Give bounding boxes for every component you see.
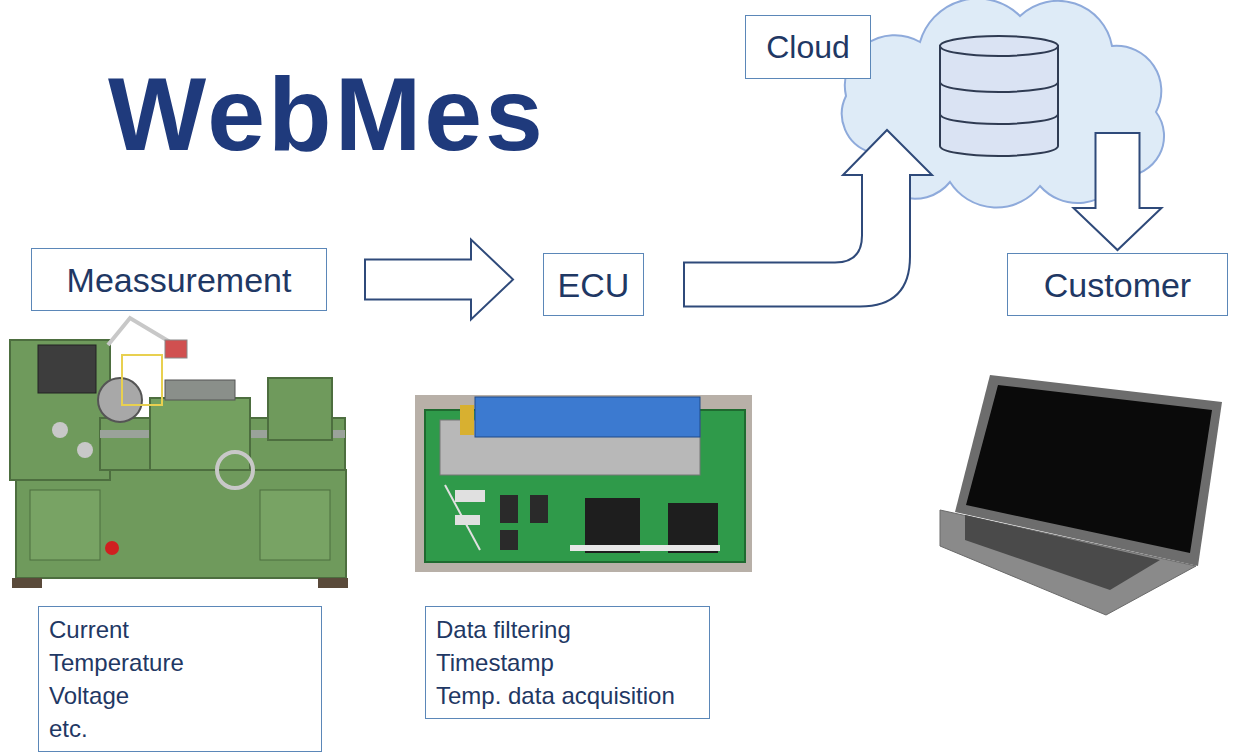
box-text: Meassurement	[67, 259, 292, 301]
ecu-board-illustration	[415, 395, 752, 572]
ecu-board-illustration-part	[570, 545, 720, 551]
diagram-title: WebMes	[108, 52, 546, 177]
database-symbol-part	[940, 36, 1058, 56]
lathe-illustration-part	[38, 345, 96, 393]
database-symbol-part	[940, 46, 1058, 156]
ecu-board-illustration-part	[445, 485, 480, 550]
ecu-board-illustration-part	[475, 397, 700, 437]
lathe-illustration-part	[260, 490, 330, 560]
box-text: Cloud	[766, 27, 850, 67]
lathe-illustration-part	[122, 355, 162, 405]
lathe-illustration-part	[12, 578, 42, 588]
ecu-board-illustration-part	[455, 490, 485, 502]
laptop-illustration	[940, 375, 1222, 615]
database-symbol-part	[940, 82, 1058, 92]
block-arrow	[1074, 133, 1162, 250]
box-text: Voltage	[49, 679, 129, 712]
block-arrow	[684, 130, 932, 307]
lathe-illustration-part	[165, 380, 235, 400]
box-text: Temp. data acquisition	[436, 679, 675, 712]
database-symbol-part	[940, 114, 1058, 124]
lathe-illustration-part	[150, 398, 250, 470]
label-box: ECU	[543, 253, 644, 316]
database-symbol	[940, 36, 1058, 156]
lathe-illustration-part	[16, 470, 346, 578]
box-text: ECU	[558, 264, 630, 306]
laptop-illustration-part	[955, 375, 1222, 566]
lathe-illustration-part	[268, 378, 332, 440]
ecu-board-illustration-part	[585, 498, 640, 553]
ecu-board-illustration-part	[530, 495, 548, 523]
info-box: CurrentTemperatureVoltageetc.	[38, 606, 322, 752]
lathe-illustration-part	[217, 452, 253, 488]
box-text: Customer	[1044, 264, 1191, 306]
lathe-illustration	[10, 318, 348, 588]
lathe-illustration-part	[318, 578, 348, 588]
label-box: Customer	[1007, 253, 1228, 316]
lathe-illustration-part	[52, 422, 68, 438]
label-box: Cloud	[745, 15, 871, 79]
label-box: Meassurement	[31, 248, 327, 311]
lathe-illustration-part	[77, 442, 93, 458]
block-arrow	[365, 240, 513, 320]
ecu-board-illustration-part	[415, 395, 752, 572]
info-box: Data filteringTimestampTemp. data acquis…	[425, 606, 710, 719]
lathe-illustration-part	[30, 490, 100, 560]
ecu-board-illustration-part	[500, 495, 518, 523]
lathe-illustration-part	[10, 340, 110, 480]
box-text: etc.	[49, 712, 88, 745]
box-text: Temperature	[49, 646, 184, 679]
box-text: Data filtering	[436, 613, 571, 646]
box-text: Current	[49, 613, 129, 646]
lathe-illustration-part	[165, 340, 187, 358]
ecu-board-illustration-part	[460, 405, 474, 435]
lathe-illustration-part	[98, 378, 142, 422]
lathe-illustration-part	[105, 541, 119, 555]
laptop-illustration-part	[966, 385, 1212, 553]
ecu-board-illustration-part	[500, 530, 518, 550]
box-text: Timestamp	[436, 646, 554, 679]
ecu-board-illustration-part	[455, 515, 480, 525]
